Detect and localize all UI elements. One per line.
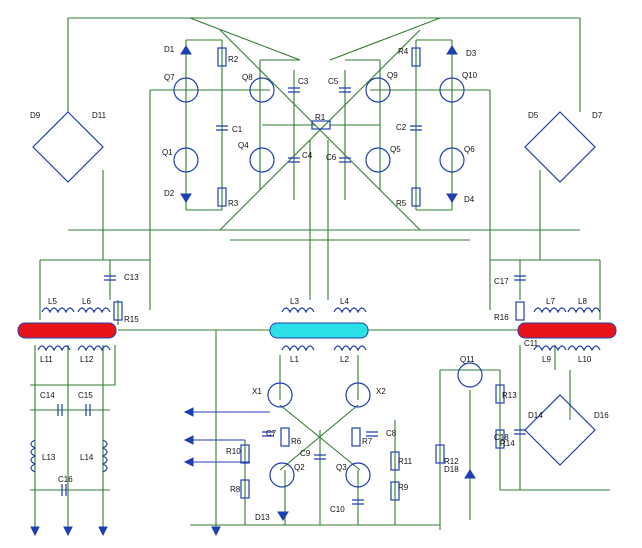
label-x1: X1 [252, 387, 262, 396]
label-r1: R1 [315, 113, 326, 122]
label-l10: L10 [578, 355, 592, 364]
label-c11: C11 [524, 339, 539, 348]
label-l13: L13 [42, 453, 56, 462]
label-r16: R16 [494, 313, 509, 322]
inductors [30, 307, 601, 473]
label-r9: R9 [398, 483, 409, 492]
label-d11: D11 [92, 111, 107, 120]
label-c16: C16 [58, 475, 73, 484]
resistors [113, 47, 525, 501]
label-l8: L8 [578, 297, 587, 306]
label-l14: L14 [80, 453, 94, 462]
label-c1: C1 [232, 125, 243, 134]
label-c10: C10 [330, 505, 345, 514]
label-d16: D16 [594, 411, 609, 420]
label-d5: D5 [528, 111, 539, 120]
label-q2: Q2 [294, 463, 305, 472]
label-q3: Q3 [336, 463, 347, 472]
label-l6: L6 [82, 297, 91, 306]
label-l1: L1 [290, 355, 299, 364]
capacitors [57, 87, 526, 505]
label-c8: C8 [386, 429, 397, 438]
label-q10: Q10 [462, 71, 478, 80]
label-c13: C13 [124, 273, 139, 282]
label-r3: R3 [228, 199, 239, 208]
label-r10: R10 [226, 447, 241, 456]
label-c3: C3 [298, 77, 309, 86]
label-q11: Q11 [460, 355, 475, 364]
label-l11: L11 [40, 355, 53, 364]
label-q6: Q6 [464, 145, 475, 154]
label-d2: D2 [164, 189, 175, 198]
label-l5: L5 [48, 297, 57, 306]
label-l12: L12 [80, 355, 94, 364]
label-q5: Q5 [390, 145, 401, 154]
label-d14: D14 [528, 411, 543, 420]
label-d18: D18 [444, 465, 459, 474]
label-l3: L3 [290, 297, 299, 306]
diodes [180, 45, 476, 521]
label-c4: C4 [302, 151, 313, 160]
label-r4: R4 [398, 47, 409, 56]
label-r8: R8 [230, 485, 241, 494]
label-r15: R15 [124, 315, 139, 324]
transistors [173, 77, 483, 488]
label-q7: Q7 [164, 73, 175, 82]
label-d4: D4 [464, 195, 475, 204]
label-r13: R13 [502, 391, 517, 400]
label-q9: Q9 [387, 71, 398, 80]
component-labels: D1 R2 Q7 Q8 C3 C5 Q9 Q10 R4 D3 D9 D11 D5… [30, 45, 609, 522]
label-c7: C7 [266, 429, 277, 438]
label-c5: C5 [328, 77, 339, 86]
label-c6: C6 [326, 153, 337, 162]
label-l2: L2 [340, 355, 349, 364]
label-l9: L9 [542, 355, 551, 364]
label-c2: C2 [396, 123, 407, 132]
label-r12: R12 [444, 457, 459, 466]
label-r11: R11 [398, 457, 413, 466]
label-r14: R14 [500, 439, 515, 448]
label-l4: L4 [340, 297, 349, 306]
bridge-rectifiers [32, 111, 596, 466]
label-d13: D13 [255, 513, 270, 522]
label-d7: D7 [592, 111, 603, 120]
label-q8: Q8 [242, 73, 253, 82]
label-q4: Q4 [238, 141, 249, 150]
label-r7: R7 [362, 437, 373, 446]
label-r6: R6 [291, 437, 302, 446]
label-c18: C18 [494, 433, 509, 442]
output-arrows [30, 407, 270, 537]
label-l7: L7 [546, 297, 555, 306]
ferrite-cores [17, 322, 617, 339]
label-r2: R2 [228, 55, 239, 64]
label-x2: X2 [376, 387, 386, 396]
label-d9: D9 [30, 111, 41, 120]
wires [30, 17, 610, 530]
label-c14: C14 [40, 391, 55, 400]
label-c15: C15 [78, 391, 93, 400]
label-c9: C9 [300, 449, 311, 458]
label-c17: C17 [494, 277, 509, 286]
label-r5: R5 [396, 199, 407, 208]
label-d3: D3 [466, 49, 477, 58]
label-q1: Q1 [162, 148, 173, 157]
label-d1: D1 [164, 45, 175, 54]
